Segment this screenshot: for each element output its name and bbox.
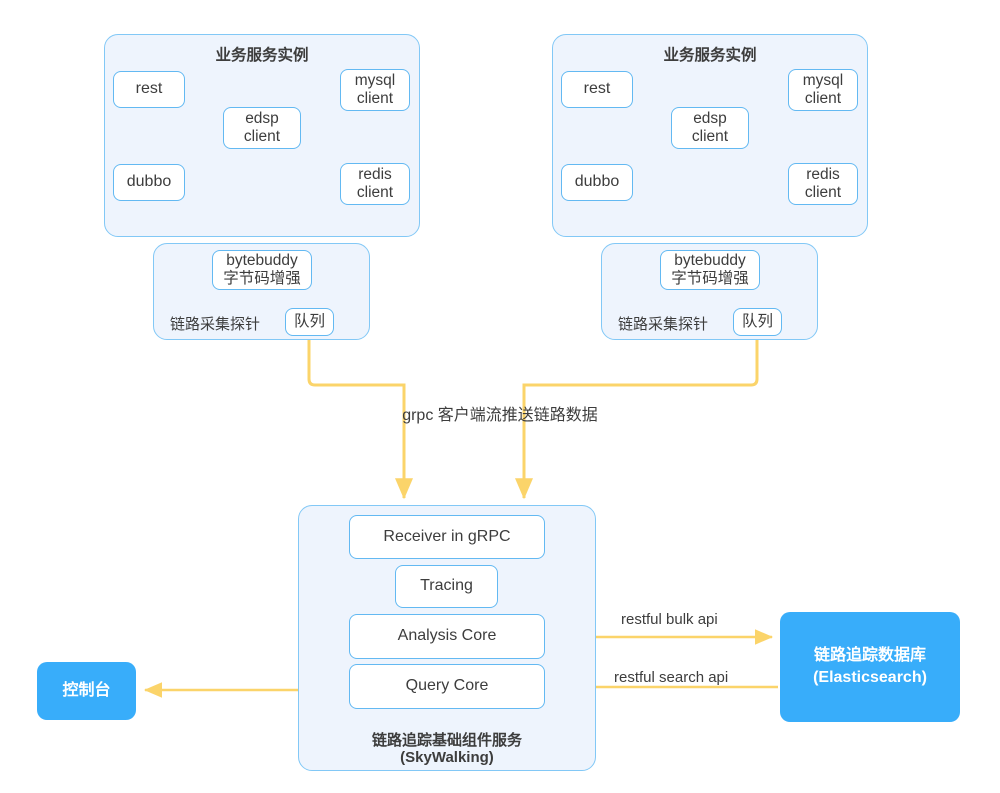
node-bytebuddy-right[interactable]: bytebuddy 字节码增强 [660,250,760,290]
node-rest-right[interactable]: rest [561,71,633,108]
node-edsp-client-left[interactable]: edsp client [223,107,301,149]
node-bytebuddy-left[interactable]: bytebuddy 字节码增强 [212,250,312,290]
node-edsp-client-right-line2: client [691,128,729,145]
console-box[interactable]: 控制台 [37,662,136,720]
flow-edge-left-agent-to-backend [307,340,414,500]
backend-title-line2: (SkyWalking) [400,749,494,766]
node-mysql-client-right[interactable]: mysql client [788,69,858,111]
service-instance-title-right: 业务服务实例 [663,47,757,64]
node-redis-client-right[interactable]: redis client [788,163,858,205]
node-mysql-client-left-line2: client [356,90,394,107]
edge-label-restful-bulk-api: restful bulk api [621,611,718,628]
datastore-label-line1: 链路追踪数据库 [813,647,926,665]
node-queue-left[interactable]: 队列 [285,308,334,336]
service-instance-title-left: 业务服务实例 [215,47,309,64]
node-bytebuddy-left-line1: bytebuddy [226,251,298,269]
node-mysql-client-right-line1: mysql [802,71,844,89]
datastore-elasticsearch[interactable]: 链路追踪数据库 (Elasticsearch) [780,612,960,722]
edge-label-restful-search-api: restful search api [614,669,729,686]
node-bytebuddy-right-line2: 字节码增强 [671,270,749,287]
node-edsp-client-right-line1: edsp [693,109,727,127]
agent-probe-label-right: 链路采集探针 [618,316,709,333]
node-mysql-client-right-line2: client [804,90,842,107]
node-edsp-client-left-line2: client [243,128,281,145]
node-bytebuddy-right-line1: bytebuddy [674,251,746,269]
datastore-label-line2: (Elasticsearch) [813,669,927,686]
node-edsp-client-left-line1: edsp [245,109,279,127]
flow-edge-right-agent-to-backend [515,340,759,500]
agent-probe-label-left: 链路采集探针 [170,316,261,333]
transport-label: grpc 客户端流推送链路数据 [402,407,598,424]
node-query-core[interactable]: Query Core [349,664,545,709]
node-dubbo-right[interactable]: dubbo [561,164,633,201]
node-queue-right[interactable]: 队列 [733,308,782,336]
node-bytebuddy-left-line2: 字节码增强 [223,270,301,287]
node-tracing[interactable]: Tracing [395,565,498,608]
node-receiver-in-grpc[interactable]: Receiver in gRPC [349,515,545,559]
node-mysql-client-left[interactable]: mysql client [340,69,410,111]
node-redis-client-right-line2: client [804,184,842,201]
node-edsp-client-right[interactable]: edsp client [671,107,749,149]
node-redis-client-left-line2: client [356,184,394,201]
backend-title-line1: 链路追踪基础组件服务 [371,732,522,749]
node-dubbo-left[interactable]: dubbo [113,164,185,201]
node-analysis-core[interactable]: Analysis Core [349,614,545,659]
node-redis-client-left[interactable]: redis client [340,163,410,205]
node-mysql-client-left-line1: mysql [354,71,396,89]
node-redis-client-right-line1: redis [806,165,840,183]
node-rest-left[interactable]: rest [113,71,185,108]
node-redis-client-left-line1: redis [358,165,392,183]
